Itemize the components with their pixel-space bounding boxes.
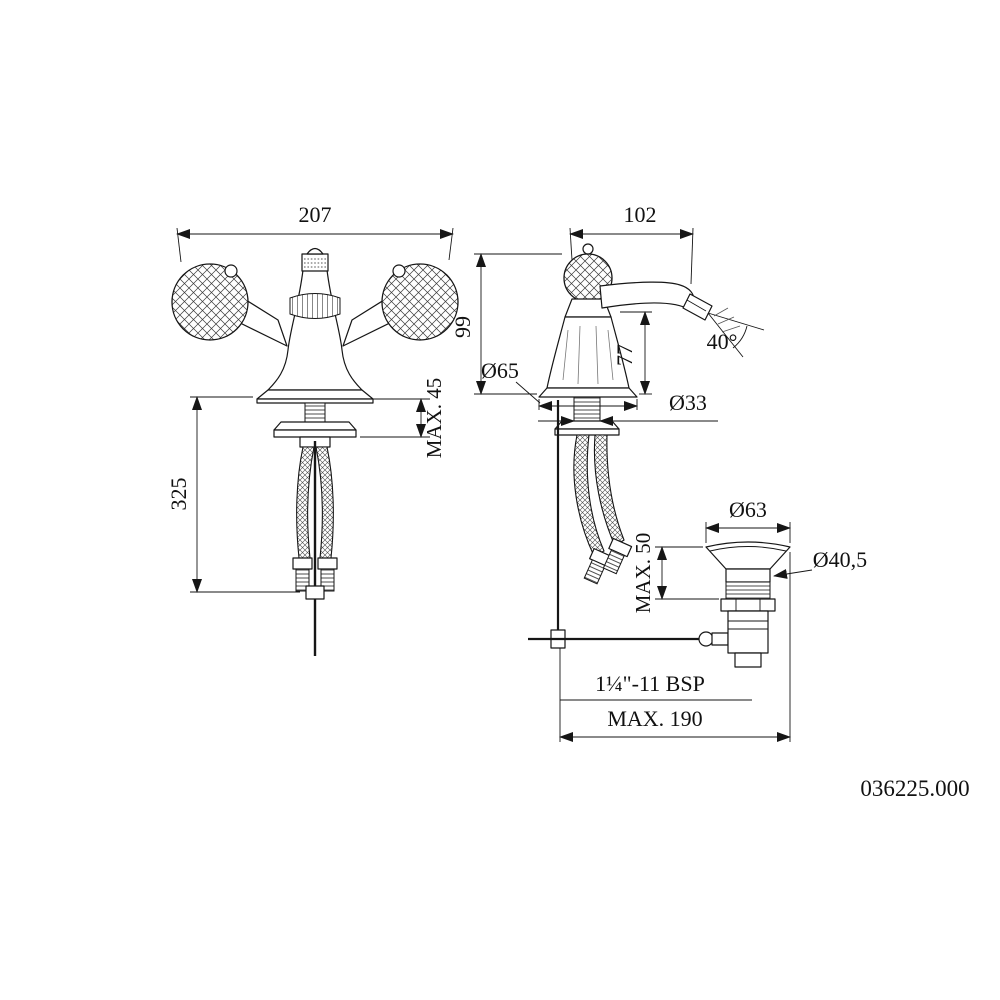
side-washer: [554, 420, 620, 430]
dim-label-bsp: 1¼"-11 BSP: [595, 671, 705, 696]
fitting-thread: [583, 559, 606, 585]
angle-arc: [732, 325, 748, 349]
drain-nut: [720, 598, 776, 612]
dim-front-width: 207: [176, 202, 454, 263]
left-flexible-hose: [296, 446, 315, 559]
dim-label-max190: MAX. 190: [607, 706, 702, 731]
dim-label-d33: Ø33: [669, 390, 707, 415]
leader-line: [515, 381, 541, 404]
dim-label-40deg: 40°: [707, 329, 738, 354]
extension-line: [448, 227, 454, 261]
drain-neck: [725, 568, 771, 583]
dim-reach-max: MAX. 190: [559, 552, 791, 742]
side-spout: [599, 281, 695, 311]
drain-assembly: Ø63 Ø40,5 MAX. 50 1¼"-11 BSP MAX. 190: [559, 497, 867, 742]
dim-label-d65: Ø65: [481, 358, 519, 383]
dim-label-325: 325: [166, 478, 191, 511]
right-crystal-knob: [381, 263, 459, 341]
angle-hatch: [713, 307, 741, 333]
fitting-thread: [602, 549, 626, 575]
base-flange: [256, 389, 374, 400]
right-knob-finial: [392, 264, 406, 278]
angle-line: [707, 312, 744, 358]
aerator-detail: [686, 299, 707, 312]
drain-thread: [725, 581, 771, 600]
dim-label-207: 207: [299, 202, 332, 227]
right-flexible-hose: [315, 446, 334, 559]
deck-line: [256, 398, 374, 404]
side-hose-2: [593, 434, 625, 547]
dim-label-102: 102: [624, 202, 657, 227]
body-fluting: [562, 325, 614, 385]
drain-flange: [705, 541, 791, 570]
left-crystal-knob: [171, 263, 249, 341]
front-view: 207 MAX. 45 325: [166, 202, 459, 656]
dim-spout-height: 77: [612, 311, 652, 395]
dim-hose-length: 325: [166, 396, 300, 593]
dim-thread: 1¼"-11 BSP: [560, 671, 752, 701]
dim-label-d405: Ø40,5: [813, 547, 867, 572]
dim-drain-body-diameter: Ø40,5: [773, 547, 867, 579]
flange-detail: [709, 546, 787, 552]
extension-line: [690, 227, 694, 285]
drain-tailpiece: [734, 652, 762, 668]
faucet-body: [267, 269, 363, 391]
decorative-collar: [289, 293, 341, 319]
left-knob-finial: [224, 264, 238, 278]
dim-label-99: 99: [450, 316, 475, 338]
dim-side-depth: 102: [569, 202, 694, 285]
dim-total-height: 99: [450, 253, 562, 395]
mounting-plate: [273, 429, 357, 438]
side-hose-fitting-2: [602, 537, 633, 575]
right-hose-nut: [317, 557, 338, 570]
dim-label-max50: MAX. 50: [631, 533, 655, 614]
side-view: 40° 102: [450, 202, 765, 649]
leader-line: [773, 569, 813, 579]
dim-deck-max: MAX. 45: [360, 378, 446, 459]
spout-finial: [306, 247, 324, 255]
extension-line: [569, 227, 573, 261]
extension-line: [176, 227, 182, 263]
dim-shank-diameter: Ø33: [538, 390, 718, 426]
ball-joint-stub: [711, 632, 729, 646]
drain-body: [727, 610, 769, 654]
angle-line: [707, 312, 765, 331]
dim-label-77: 77: [612, 344, 637, 366]
dim-spray-angle: 40°: [707, 307, 765, 358]
side-knob-finial: [582, 243, 594, 255]
side-base-flange: [538, 387, 638, 398]
part-number: 036225.000: [860, 776, 969, 801]
dim-flange-diameter: Ø63: [705, 497, 791, 543]
ball-joint: [698, 631, 714, 647]
dim-base-diameter: Ø65: [481, 358, 638, 411]
aerator-mesh: [304, 258, 326, 268]
side-aerator: [682, 293, 713, 321]
body-detail: [728, 620, 768, 630]
side-mounting-plate: [554, 428, 620, 436]
dim-label-max45: MAX. 45: [422, 378, 446, 459]
mounting-washer: [273, 421, 357, 431]
left-hose-nut: [292, 557, 313, 570]
dim-label-d63: Ø63: [729, 497, 767, 522]
rod-nut: [305, 585, 325, 600]
dim-drain-max: MAX. 50: [631, 533, 719, 614]
nut-facets: [735, 599, 761, 611]
